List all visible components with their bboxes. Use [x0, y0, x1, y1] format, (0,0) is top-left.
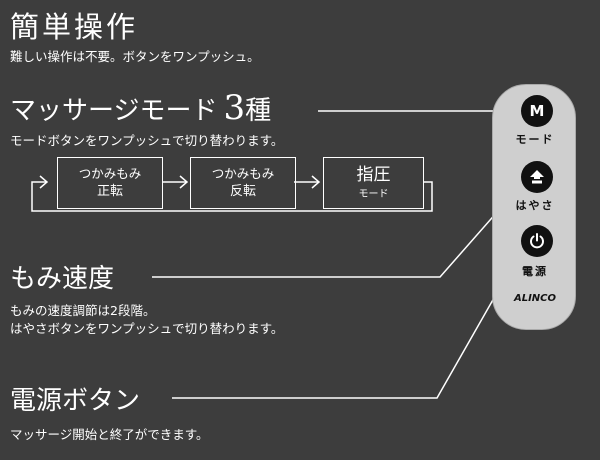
modes-desc: モードボタンをワンプッシュで切り替わります。 — [10, 133, 284, 148]
mode-box-shiatsu-line2: モード — [358, 189, 389, 201]
remote-mode-button[interactable]: M — [521, 95, 553, 127]
power-desc: マッサージ開始と終了ができます。 — [10, 427, 209, 442]
mode-box-shiatsu-line1: 指圧 — [356, 165, 391, 186]
mode-box-reverse-line1: つかみもみ — [211, 165, 275, 181]
power-title: 電源ボタン — [10, 386, 141, 416]
speed-arrow-icon — [530, 170, 544, 184]
remote-brand-logo: ALINCO — [513, 293, 557, 304]
remote-speed-label: はやさ — [515, 199, 555, 212]
mode-box-reverse-line2: 反転 — [229, 183, 256, 199]
remote-controller: M モード はやさ 電源 ALINCO — [492, 84, 576, 330]
modes-count: 3 — [223, 88, 246, 128]
speed-title: もみ速度 — [10, 264, 115, 294]
power-icon — [530, 233, 544, 249]
modes-title-text: マッサージモード — [10, 96, 218, 126]
mode-loop-arrowhead — [39, 175, 49, 189]
remote-power-button[interactable] — [521, 225, 553, 257]
mode-box-forward-line1: つかみもみ — [78, 165, 142, 181]
m-letter-icon: M — [529, 102, 545, 120]
mode-loop-line — [31, 181, 433, 212]
remote-mode-label: モード — [515, 133, 555, 146]
simple-desc: 難しい操作は不要。ボタンをワンプッシュ。 — [10, 49, 260, 64]
remote-speed-button[interactable] — [521, 161, 553, 193]
mode-box-shiatsu: 指圧 モード — [323, 157, 424, 209]
mode-box-forward: つかみもみ 正転 — [57, 157, 163, 209]
mode-arrow-1 — [162, 175, 189, 189]
mode-arrow-2 — [294, 175, 321, 189]
simple-title: 簡単操作 — [10, 10, 139, 44]
speed-desc-2: はやさボタンをワンプッシュで切り替わります。 — [10, 321, 284, 336]
mode-box-reverse: つかみもみ 反転 — [190, 157, 296, 209]
mode-box-forward-line2: 正転 — [96, 183, 123, 199]
remote-power-label: 電源 — [522, 265, 548, 278]
speed-desc-1: もみの速度調節は2段階。 — [10, 303, 156, 318]
modes-suffix: 種 — [245, 96, 272, 126]
